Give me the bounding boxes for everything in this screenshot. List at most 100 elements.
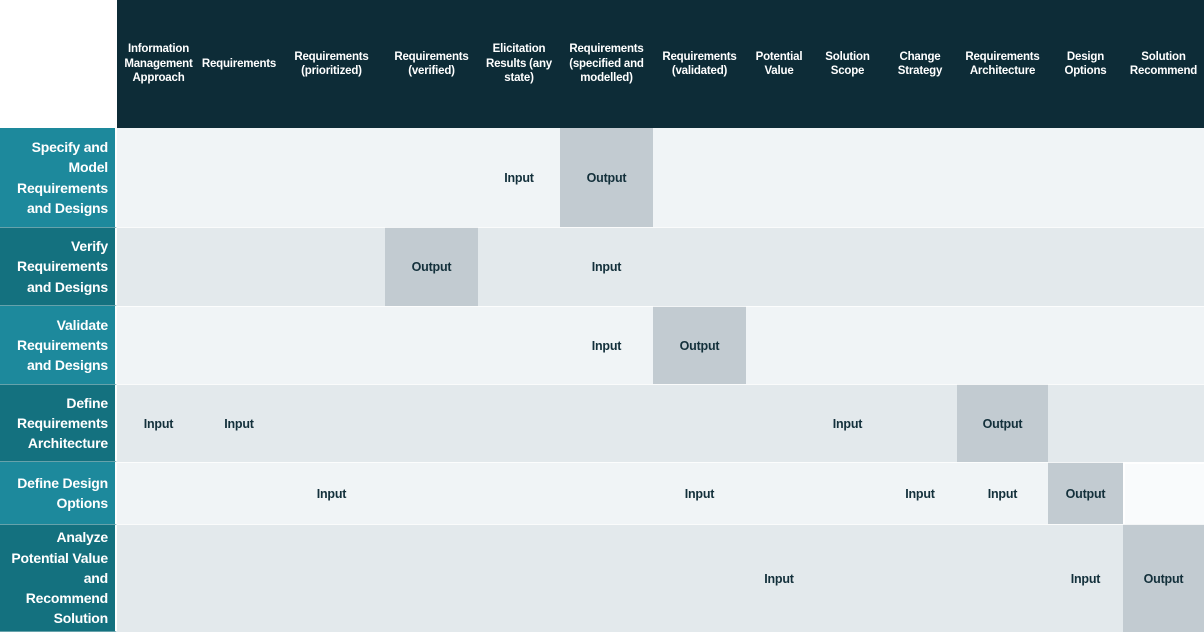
matrix-cell <box>746 128 812 227</box>
column-header: Requirements <box>200 0 278 128</box>
column-header-label: Requirements (validated) <box>662 50 737 77</box>
matrix-cell-output-label: Output <box>679 338 720 353</box>
matrix-cell <box>278 227 385 306</box>
row-label-label: Verify Requirements and Designs <box>17 238 108 295</box>
matrix-cell <box>560 462 653 524</box>
matrix-cell <box>478 227 560 306</box>
matrix-cell <box>1123 128 1204 227</box>
matrix-cell <box>117 227 200 306</box>
matrix-cell <box>746 462 812 524</box>
row-label-label: Define Requirements Architecture <box>17 394 108 452</box>
row-label: Verify Requirements and Designs <box>0 227 117 306</box>
matrix-cell <box>883 384 957 462</box>
matrix-cell <box>478 384 560 462</box>
matrix-cell <box>1123 462 1204 524</box>
matrix-cell <box>117 128 200 227</box>
matrix-cell <box>117 524 200 632</box>
column-header: Solution Recommend <box>1123 0 1204 128</box>
matrix-cell-output-label: Output <box>982 416 1023 431</box>
column-header: Change Strategy <box>883 0 957 128</box>
matrix-cell-input: Input <box>478 128 560 227</box>
matrix-cell <box>883 524 957 632</box>
column-header: Requirements Architecture <box>957 0 1048 128</box>
column-header: Potential Value <box>746 0 812 128</box>
matrix-cell-output: Output <box>385 227 478 306</box>
column-header-label: Information Management Approach <box>124 43 193 85</box>
matrix-cell <box>385 462 478 524</box>
matrix-cell <box>278 524 385 632</box>
column-header-label: Solution Recommend <box>1129 50 1198 77</box>
matrix-cell <box>653 524 746 632</box>
row-label: Define Design Options <box>0 462 117 524</box>
matrix-cell-input-label: Input <box>591 338 622 353</box>
matrix-cell <box>653 128 746 227</box>
matrix-cell <box>1048 306 1123 384</box>
matrix-cell <box>200 128 278 227</box>
matrix-cell <box>957 306 1048 384</box>
matrix-cell <box>957 227 1048 306</box>
column-header-label: Requirements <box>201 57 277 70</box>
matrix-cell <box>560 384 653 462</box>
matrix-cell <box>1123 227 1204 306</box>
column-header: Design Options <box>1048 0 1123 128</box>
matrix-cell <box>746 384 812 462</box>
row-label: Define Requirements Architecture <box>0 384 117 462</box>
row-label: Analyze Potential Value and Recommend So… <box>0 524 117 632</box>
matrix-cell-output: Output <box>1048 462 1123 524</box>
column-header: Requirements (specified and modelled) <box>560 0 653 128</box>
matrix-cell <box>278 306 385 384</box>
row-label-label: Analyze Potential Value and Recommend So… <box>11 529 108 627</box>
row-label: Specify and Model Requirements and Desig… <box>0 128 117 227</box>
matrix-cell <box>812 306 883 384</box>
column-header: Elicitation Results (any state) <box>478 0 560 128</box>
matrix-cell <box>746 306 812 384</box>
column-header-label: Change Strategy <box>897 50 943 77</box>
column-header-label: Requirements (specified and modelled) <box>569 43 644 85</box>
matrix-cell-input-label: Input <box>143 416 174 431</box>
matrix-cell <box>200 462 278 524</box>
matrix-cell-output: Output <box>957 384 1048 462</box>
matrix-cell <box>1123 384 1204 462</box>
matrix-cell-input-label: Input <box>224 416 254 431</box>
matrix-cell <box>957 128 1048 227</box>
matrix-cell <box>117 462 200 524</box>
matrix-cell <box>385 524 478 632</box>
matrix-cell-input: Input <box>957 462 1048 524</box>
matrix-cell <box>117 306 200 384</box>
matrix-cell-input-label: Input <box>832 416 863 431</box>
matrix-cell-input: Input <box>1048 524 1123 632</box>
column-header-label: Requirements Architecture <box>965 50 1040 77</box>
matrix-cell <box>1048 128 1123 227</box>
matrix-cell-input: Input <box>278 462 385 524</box>
matrix-cell-input: Input <box>200 384 278 462</box>
matrix-cell <box>385 384 478 462</box>
matrix-cell <box>478 524 560 632</box>
matrix-cell-input: Input <box>117 384 200 462</box>
matrix-cell-input: Input <box>812 384 883 462</box>
matrix-cell <box>957 524 1048 632</box>
column-header: Requirements (validated) <box>653 0 746 128</box>
matrix-cell-output: Output <box>560 128 653 227</box>
matrix-cell <box>278 384 385 462</box>
column-header-label: Potential Value <box>755 50 803 77</box>
matrix-cell-output-label: Output <box>1143 571 1184 586</box>
matrix-cell-output: Output <box>1123 524 1204 632</box>
matrix-cell-output-label: Output <box>411 260 452 274</box>
matrix-cell-input: Input <box>653 462 746 524</box>
column-header-label: Requirements (prioritized) <box>294 50 369 77</box>
matrix-cell <box>812 524 883 632</box>
column-header: Requirements (prioritized) <box>278 0 385 128</box>
matrix-cell <box>1048 227 1123 306</box>
column-header: Information Management Approach <box>117 0 200 128</box>
row-label-label: Validate Requirements and Designs <box>17 316 108 374</box>
matrix-cell <box>278 128 385 227</box>
matrix-cell <box>883 128 957 227</box>
matrix-cell-input-label: Input <box>905 486 935 501</box>
matrix-cell-output-label: Output <box>1065 486 1106 501</box>
matrix-cell-input: Input <box>883 462 957 524</box>
matrix-cell <box>812 128 883 227</box>
column-header: Solution Scope <box>812 0 883 128</box>
row-label: Validate Requirements and Designs <box>0 306 117 384</box>
matrix-cell-input-label: Input <box>987 486 1018 501</box>
matrix-cell <box>746 227 812 306</box>
